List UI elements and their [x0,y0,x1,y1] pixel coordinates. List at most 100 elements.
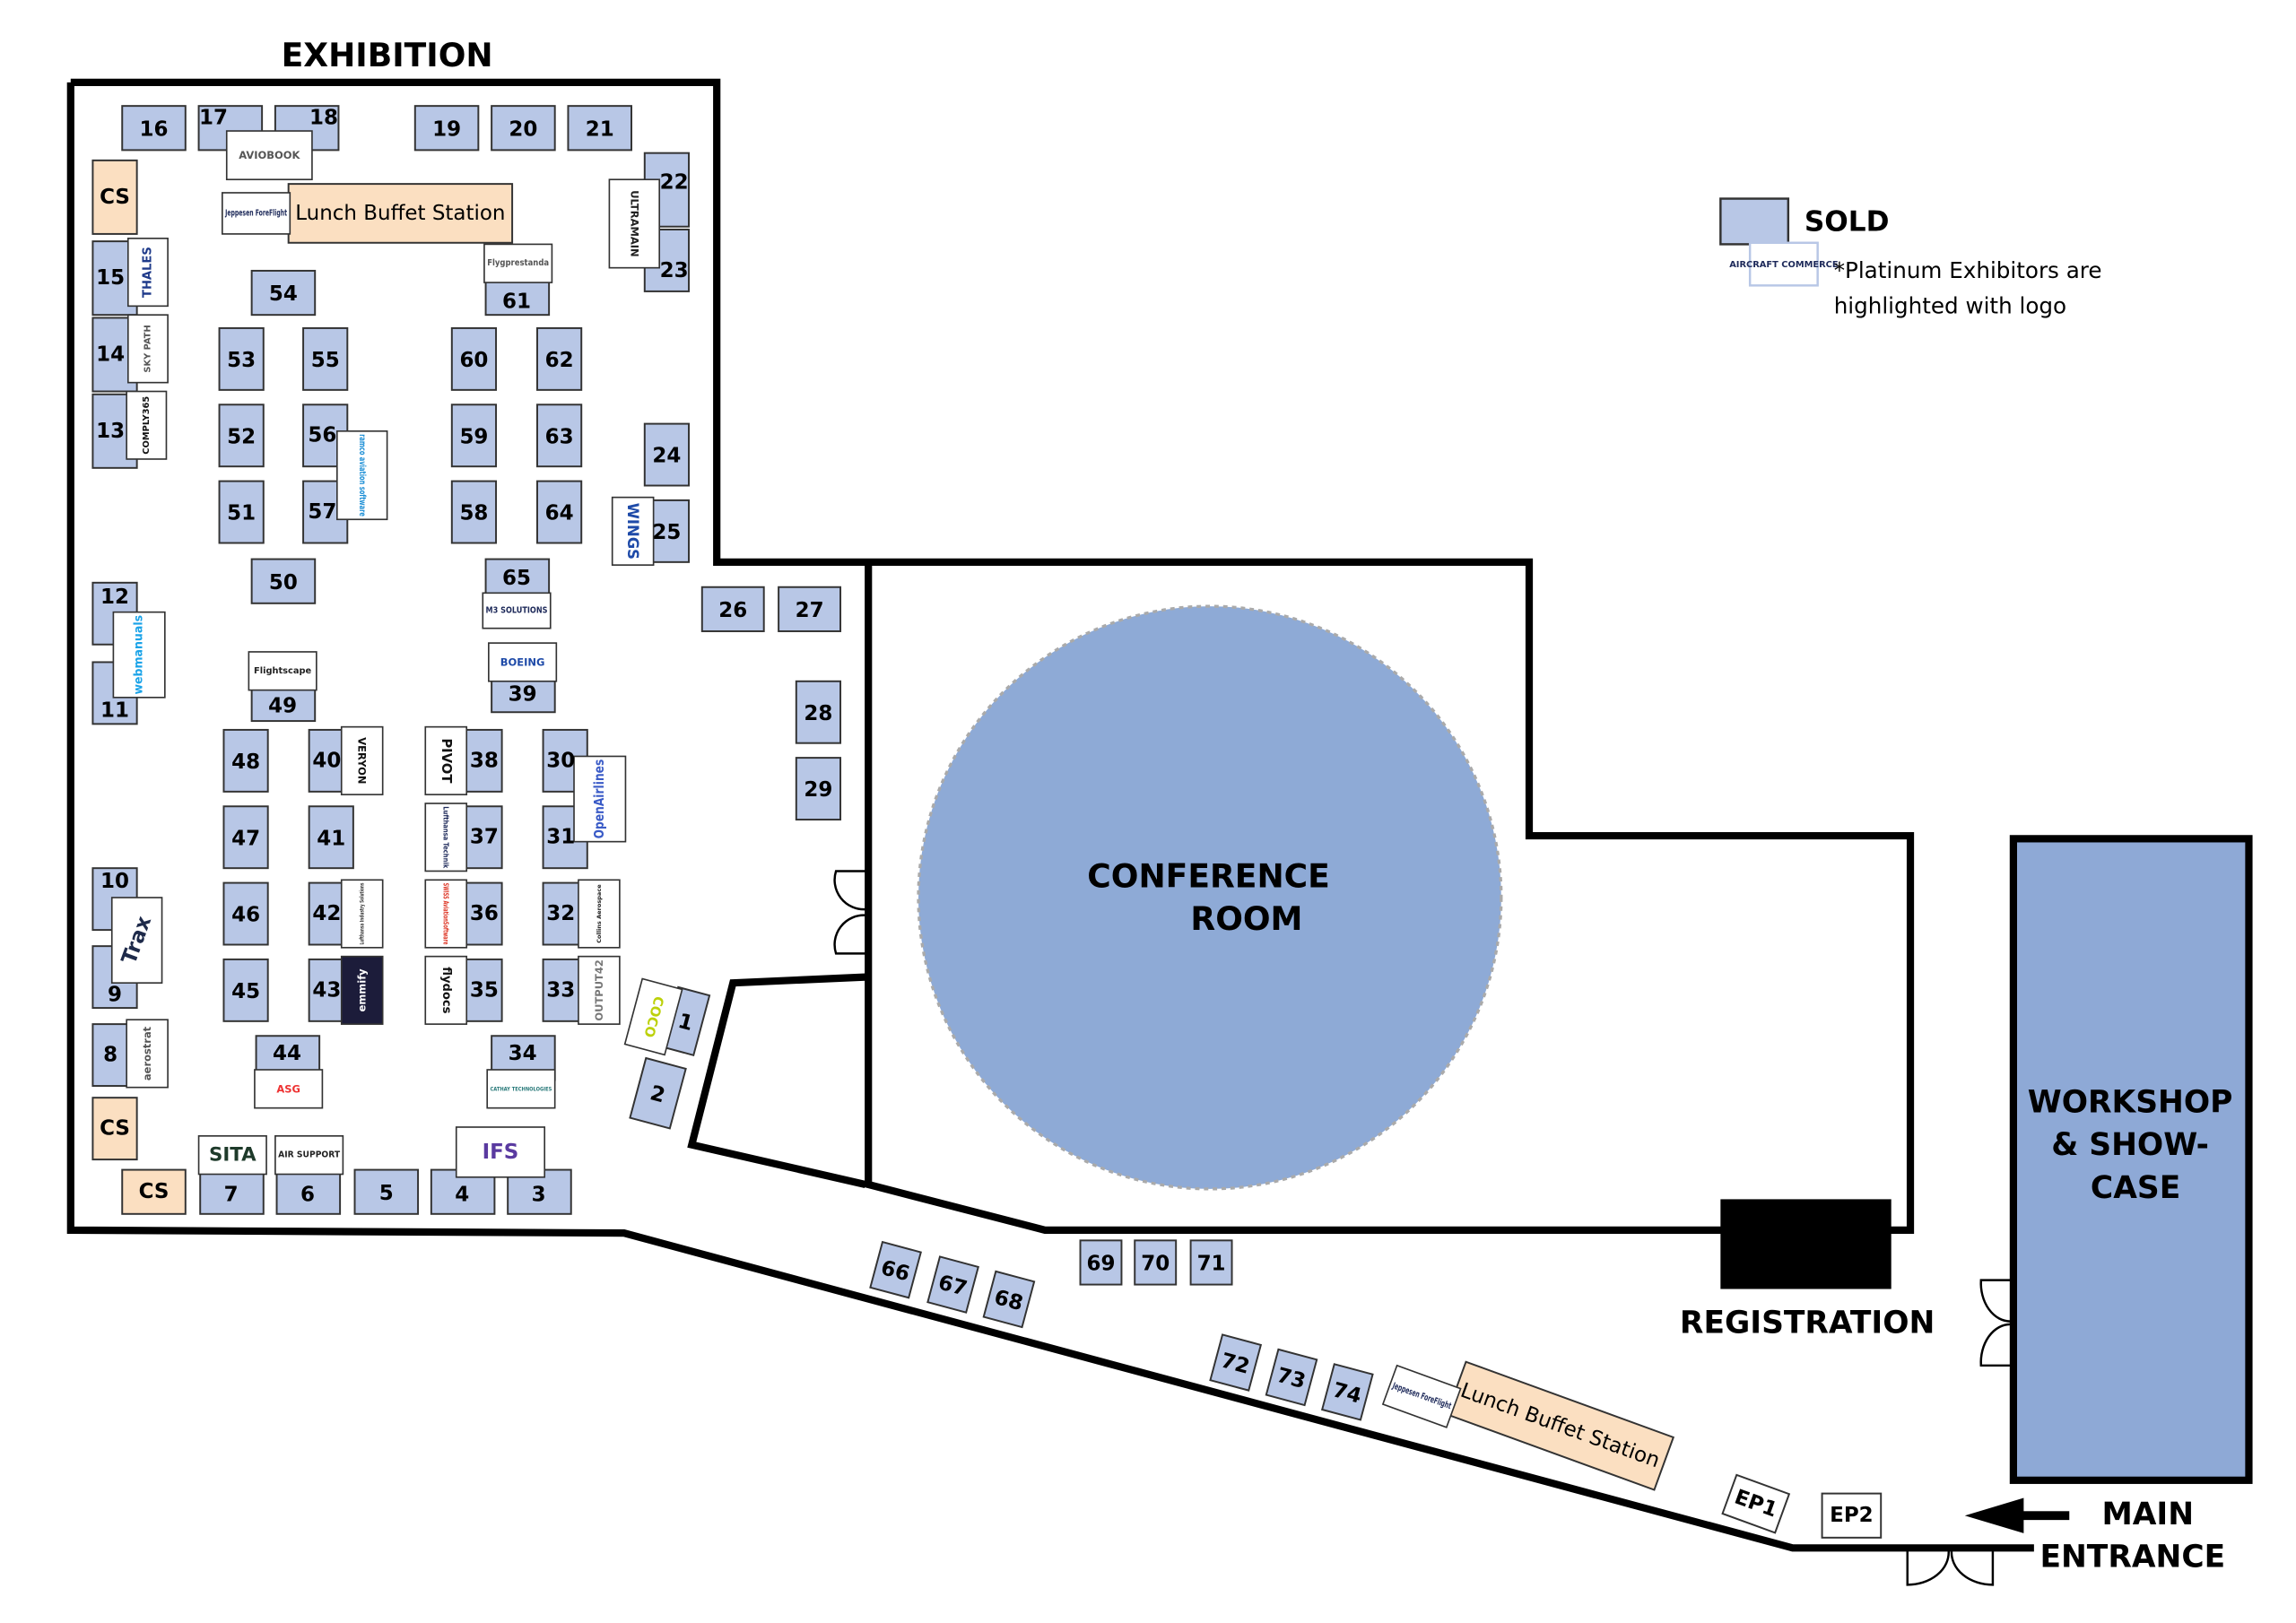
booth-box[interactable] [450,404,498,468]
lunch-buffet-station[interactable]: Lunch Buffet Station [1445,1360,1675,1491]
booth-26[interactable] [700,586,765,632]
booth-67[interactable] [926,1255,979,1314]
booth-2[interactable] [629,1056,687,1130]
booth-box[interactable] [222,881,269,946]
logo-cathay-technologies[interactable]: CATHAY TECHNOLOGIES [486,1069,556,1109]
registration-desk[interactable] [1720,1199,1892,1289]
booth-63[interactable] [536,404,583,468]
booth-box[interactable] [700,586,765,632]
booth-box[interactable] [1265,1348,1318,1407]
logo-aerostrat[interactable]: aerostrat [126,1019,169,1089]
logo-veryon[interactable]: VERYON [340,725,384,795]
booth-box[interactable] [1320,1363,1374,1421]
booth-box[interactable] [795,757,842,821]
booth-45[interactable] [222,958,269,1022]
logo-pivot[interactable]: PIVOT [424,725,468,795]
logo-wings[interactable]: WINGS [611,496,655,566]
logo-openairlines[interactable]: OpenAirlines [573,755,627,843]
logo-ramco-aviation-software[interactable]: ramco aviation software [336,430,388,521]
booth-box[interactable] [413,105,480,152]
booth-19[interactable] [413,105,480,152]
booth-box[interactable] [536,326,583,391]
booth-71[interactable] [1189,1239,1233,1286]
booth-box[interactable] [121,105,187,152]
logo-aviobook[interactable]: AVIOBOOK [225,130,313,181]
cs-point[interactable]: CS [121,1168,187,1215]
logo-collins-aerospace[interactable]: Collins Aerospace [578,879,621,949]
cs-point[interactable]: CS [91,159,138,235]
logo-flydocs[interactable]: flydocs [424,955,468,1025]
cs-point[interactable]: CS [91,1097,138,1161]
booth-box[interactable] [218,480,265,544]
booth-16[interactable] [121,105,187,152]
booth-box[interactable] [1079,1239,1123,1286]
logo-air-support[interactable]: AIR SUPPORT [274,1135,344,1176]
booth-68[interactable] [982,1270,1036,1329]
booth-51[interactable] [218,480,265,544]
booth-72[interactable] [1209,1333,1263,1392]
logo-boeing[interactable]: BOEING [488,642,558,682]
logo-webmanuals[interactable]: webmanuals [112,611,166,699]
booth-47[interactable] [222,805,269,870]
booth-box[interactable] [222,805,269,870]
booth-box[interactable] [629,1056,687,1130]
booth-48[interactable] [222,728,269,793]
booth-box[interactable] [536,480,583,544]
booth-5[interactable] [353,1168,420,1215]
logo-jeppesen-foreflight[interactable]: Jeppesen ForeFlight [222,192,291,235]
booth-70[interactable] [1134,1239,1178,1286]
logo-comply365[interactable]: COMPLY365 [126,390,168,460]
booth-27[interactable] [778,586,842,632]
logo-asg[interactable]: ASG [254,1069,324,1109]
booth-box[interactable] [353,1168,420,1215]
logo-ultramain[interactable]: ULTRAMAIN [608,178,661,269]
booth-box[interactable] [567,105,633,152]
booth-box[interactable] [778,586,842,632]
booth-46[interactable] [222,881,269,946]
booth-59[interactable] [450,404,498,468]
booth-box[interactable] [302,326,349,391]
logo-output42[interactable]: OUTPUT42 [578,955,621,1025]
logo-sky-path[interactable]: SKY PATH [126,314,169,384]
booth-box[interactable] [218,404,265,468]
logo-jeppesen-foreflight[interactable]: Jeppesen ForeFlight [1381,1364,1462,1428]
ep-ep1[interactable]: EP1 [1721,1473,1791,1534]
booth-62[interactable] [536,326,583,391]
booth-box[interactable] [222,958,269,1022]
booth-box[interactable] [491,105,556,152]
logo-flightscape[interactable]: Flightscape [248,651,317,691]
booth-74[interactable] [1320,1363,1374,1421]
booth-24[interactable] [643,422,690,487]
booth-60[interactable] [450,326,498,391]
booth-box[interactable] [536,404,583,468]
booth-54[interactable] [250,269,317,317]
workshop-showcase-area[interactable] [2009,835,2253,1484]
booth-69[interactable] [1079,1239,1123,1286]
booth-box[interactable] [1189,1239,1233,1286]
booth-box[interactable] [1209,1333,1263,1392]
booth-64[interactable] [536,480,583,544]
booth-box[interactable] [308,805,354,870]
booth-66[interactable] [869,1240,922,1299]
booth-box[interactable] [643,422,690,487]
booth-50[interactable] [250,558,317,604]
booth-box[interactable] [869,1240,922,1299]
logo-coco[interactable]: COCO [623,977,683,1056]
booth-box[interactable] [218,326,265,391]
booth-29[interactable] [795,757,842,821]
booth-21[interactable] [567,105,633,152]
booth-20[interactable] [491,105,556,152]
logo-lufthansa-technik[interactable]: Lufthansa Technik [424,803,468,872]
booth-55[interactable] [302,326,349,391]
logo-swiss-aviationsoftware[interactable]: SWISS AviationSoftware [424,879,468,949]
logo-flygprestanda[interactable]: Flygprestanda [483,243,553,283]
booth-box[interactable] [450,326,498,391]
logo-trax[interactable]: Trax [110,897,163,984]
booth-box[interactable] [982,1270,1036,1329]
conference-room-area[interactable] [917,604,1503,1191]
booth-73[interactable] [1265,1348,1318,1407]
booth-box[interactable] [250,269,317,317]
booth-box[interactable] [275,1168,342,1215]
booth-box[interactable] [250,558,317,604]
booth-box[interactable] [795,680,842,744]
